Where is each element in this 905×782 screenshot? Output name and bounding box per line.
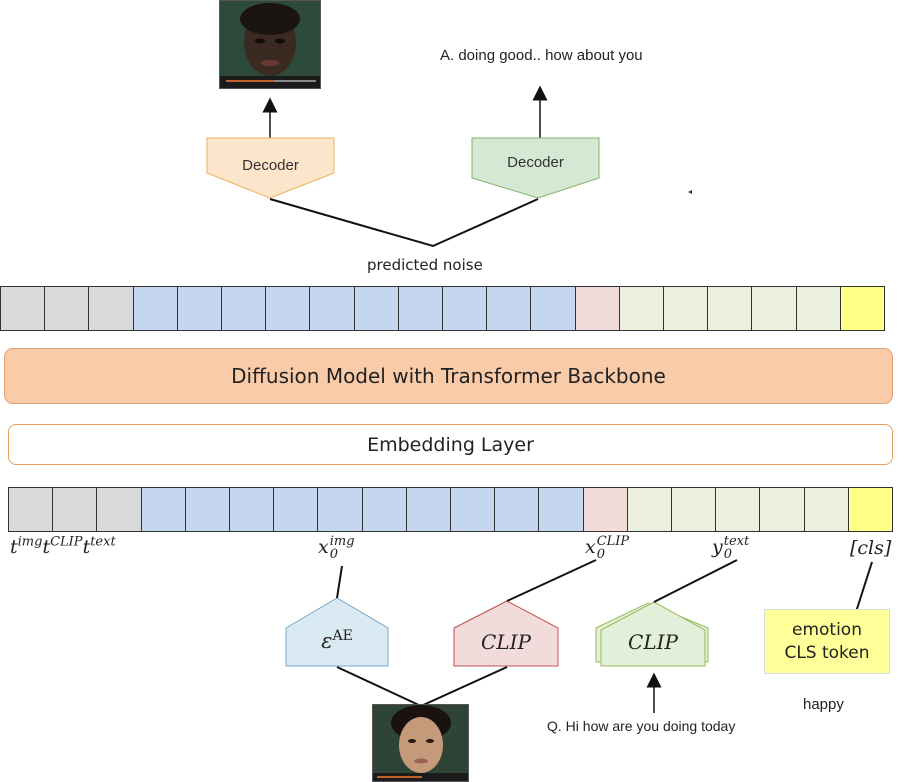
token-img [362, 488, 407, 531]
token-timestep [89, 287, 134, 330]
ae-to-token-connector [336, 565, 343, 599]
token-img [398, 287, 444, 330]
ae-encoder-shape [285, 597, 389, 667]
predicted-noise-label: predicted noise [367, 256, 483, 274]
token-img [133, 287, 178, 330]
token-img [487, 287, 532, 330]
token-img [451, 488, 496, 531]
token-text [752, 287, 797, 330]
clip-image-encoder-shape [453, 600, 559, 667]
token-text [796, 287, 841, 330]
embedding-layer-block: Embedding Layer [8, 424, 893, 465]
diffusion-model-label: Diffusion Model with Transformer Backbon… [231, 364, 666, 388]
text-decoder-shape [471, 137, 600, 199]
token-img [310, 287, 355, 330]
clip-image-to-token-connector [506, 559, 597, 602]
token-cls [840, 287, 885, 330]
token-text [627, 488, 673, 531]
token-timestep [9, 488, 54, 531]
cls-label: [cls] [850, 537, 892, 559]
token-img [177, 287, 223, 330]
cls-to-token-connector [855, 561, 873, 613]
timestep-labels: timgtCLIPttext [10, 535, 116, 558]
token-clip [583, 488, 628, 531]
token-img [406, 488, 452, 531]
emotion-cls-token-box: emotion CLS token [764, 609, 890, 674]
token-img [495, 488, 540, 531]
image-decoder-label: Decoder [242, 157, 299, 174]
predicted-noise-connector [269, 198, 539, 248]
token-img [539, 488, 584, 531]
clip-text-encoder-label: CLIP [628, 630, 678, 654]
token-img [531, 287, 576, 330]
token-img [274, 488, 319, 531]
clip-text-to-token-connector [653, 559, 738, 603]
input-image-connector [336, 666, 508, 708]
token-text [619, 287, 665, 330]
token-timestep [53, 488, 98, 531]
ae-encoder-label: εAE [321, 628, 353, 653]
clip-image-encoder-label: CLIP [481, 630, 531, 654]
token-img [443, 287, 488, 330]
token-img [222, 287, 267, 330]
text-output: A. doing good.. how about you [440, 47, 643, 64]
t-clip-label: tCLIP [42, 535, 83, 559]
token-text [664, 287, 709, 330]
token-timestep [97, 488, 142, 531]
token-clip [575, 287, 620, 330]
token-img [141, 488, 186, 531]
emotion-label-line1: emotion [792, 619, 862, 640]
diffusion-model-block: Diffusion Model with Transformer Backbon… [4, 348, 893, 404]
token-text [708, 287, 753, 330]
t-text-label: ttext [82, 535, 116, 559]
token-img [354, 287, 399, 330]
emotion-input-text: happy [803, 696, 844, 713]
token-img [318, 488, 363, 531]
t-img-label: timg [10, 535, 43, 559]
question-input-text: Q. Hi how are you doing today [547, 718, 736, 734]
token-img [185, 488, 231, 531]
token-timestep [1, 287, 46, 330]
token-text [716, 488, 761, 531]
token-text [760, 488, 805, 531]
input-token-row [8, 487, 893, 532]
stray-mark [688, 190, 692, 194]
output-face-image [219, 0, 321, 89]
token-img [266, 287, 311, 330]
token-img [230, 488, 275, 531]
embedding-layer-label: Embedding Layer [367, 433, 534, 456]
text-decoder-label: Decoder [507, 154, 564, 171]
token-cls [848, 488, 893, 531]
clip-text-encoder-shape [600, 601, 706, 667]
token-timestep [45, 287, 90, 330]
image-decoder-shape [206, 137, 335, 199]
token-text [804, 488, 849, 531]
token-text [672, 488, 717, 531]
output-token-row [0, 286, 885, 331]
input-face-image [372, 704, 469, 782]
emotion-label-line2: CLS token [784, 642, 870, 663]
